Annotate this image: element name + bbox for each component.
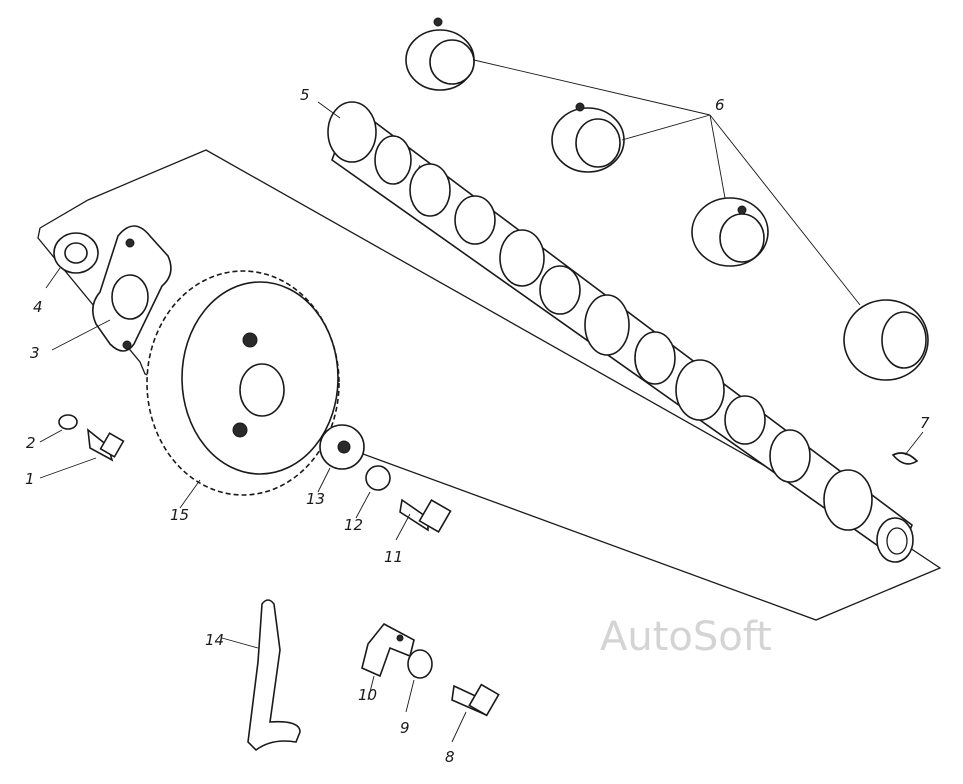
bushing-3 (691, 197, 769, 267)
callout-11: 11 (384, 548, 403, 566)
callout-13: 13 (306, 490, 325, 508)
camshaft-gear (146, 270, 340, 509)
lock-washer-9 (405, 649, 433, 713)
callout-1: 1 (25, 470, 35, 488)
callout-2: 2 (26, 434, 36, 452)
callout-6: 6 (715, 96, 725, 114)
leaders-6 (473, 59, 861, 306)
callout-5: 5 (300, 86, 310, 104)
bushing-1 (405, 17, 475, 91)
bushing-2 (551, 102, 625, 173)
washer-4 (45, 232, 99, 289)
retaining-clip (361, 622, 415, 701)
bolt-8 (451, 683, 500, 743)
callout-7: 7 (920, 414, 930, 432)
bushing-4 (843, 299, 929, 381)
watermark: AutoSoft (600, 614, 772, 660)
callout-9: 9 (400, 719, 410, 737)
callout-12: 12 (344, 516, 363, 534)
callout-8: 8 (445, 748, 455, 766)
spacer-washer (317, 424, 365, 493)
assembly-frame (37, 149, 942, 621)
segment-key (891, 452, 919, 465)
lock-washer-12 (355, 465, 391, 519)
callout-14: 14 (205, 631, 224, 649)
bolt-11 (395, 498, 452, 541)
thrust-flange (51, 225, 172, 352)
screw-1 (39, 428, 125, 479)
callout-4: 4 (33, 298, 43, 316)
callout-10: 10 (358, 686, 377, 704)
callout-3: 3 (30, 344, 40, 362)
lock-washer-2 (39, 414, 78, 443)
camshaft (327, 101, 914, 563)
oil-tube (221, 599, 301, 752)
callout-15: 15 (170, 506, 189, 524)
